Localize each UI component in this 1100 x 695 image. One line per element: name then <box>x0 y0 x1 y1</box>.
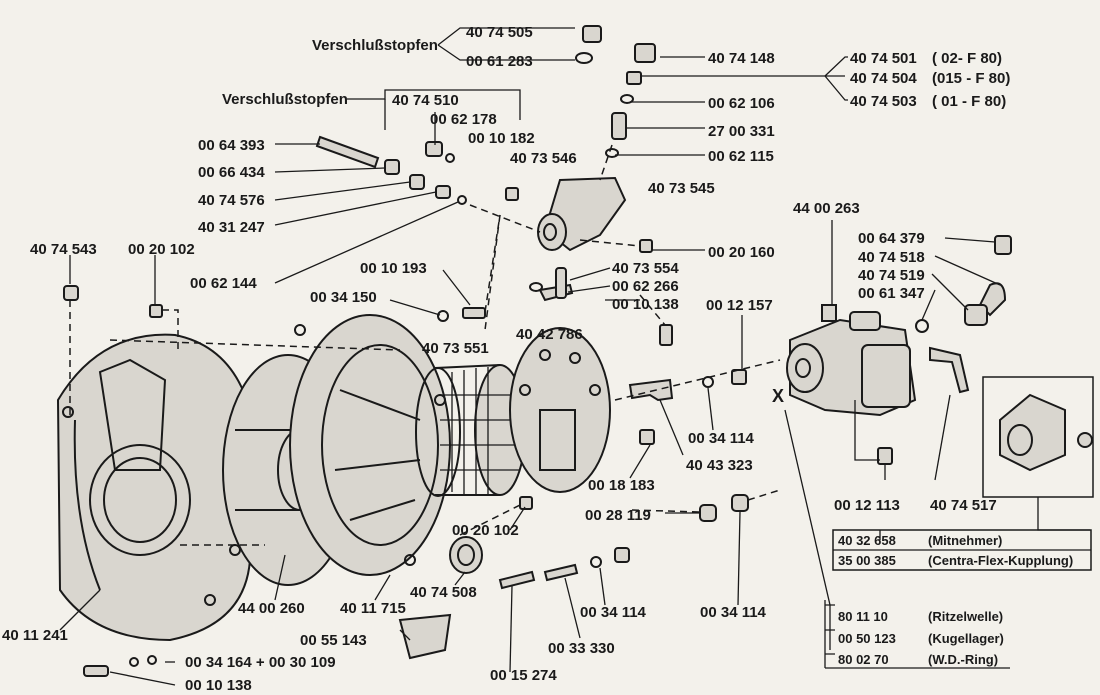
label-0015274: 00 15 274 <box>490 667 557 684</box>
coupling-name-1: (Centra-Flex-Kupplung) <box>928 553 1073 568</box>
part-labels: Verschlußstopfen 40 74 505 00 61 283 Ver… <box>2 24 1010 694</box>
label-0061347: 00 61 347 <box>858 285 925 302</box>
nozzle-holder-drawing <box>537 176 627 252</box>
gear-legend: 80 11 10 (Ritzelwelle) 00 50 123 (Kugell… <box>824 600 1010 669</box>
label-0064393: 00 64 393 <box>198 137 265 154</box>
label-4042786: 40 42 786 <box>516 326 583 343</box>
label-4074519: 40 74 519 <box>858 267 925 284</box>
label-0034164: 00 34 164 + 00 30 109 <box>185 654 336 671</box>
label-0062115: 00 62 115 <box>708 148 774 165</box>
label-0061283: 00 61 283 <box>466 53 533 70</box>
label-2700331: 27 00 331 <box>708 123 775 140</box>
label-0012113: 00 12 113 <box>834 497 900 514</box>
label-4074576: 40 74 576 <box>198 192 265 209</box>
label-4074501-variant: ( 02- F 80) <box>932 50 1002 67</box>
label-0033330: 00 33 330 <box>548 640 615 657</box>
coupling-number-1: 35 00 385 <box>838 553 896 568</box>
coupling-legend: 40 32 658 (Mitnehmer) 35 00 385 (Centra-… <box>832 529 1092 571</box>
label-0020102-top: 00 20 102 <box>128 241 195 258</box>
coupling-inset-drawing <box>982 376 1094 531</box>
label-0062106: 00 62 106 <box>708 95 775 112</box>
label-0012157: 00 12 157 <box>706 297 773 314</box>
label-0034114-mid: 00 34 114 <box>688 430 755 447</box>
label-0034150: 00 34 150 <box>310 289 377 306</box>
label-4074543: 40 74 543 <box>30 241 97 258</box>
fuel-pump-drawing <box>786 304 917 417</box>
label-0018183: 00 18 183 <box>588 477 655 494</box>
gear-number-2: 80 02 70 <box>838 652 889 667</box>
label-4074505: 40 74 505 <box>466 24 533 41</box>
label-4073551: 40 73 551 <box>422 340 489 357</box>
label-4074503-variant: ( 01 - F 80) <box>932 93 1006 110</box>
coupling-name-0: (Mitnehmer) <box>928 533 1002 548</box>
part-drawings <box>56 25 1094 677</box>
label-4074518: 40 74 518 <box>858 249 925 266</box>
label-0062178: 00 62 178 <box>430 111 497 128</box>
gear-number-1: 00 50 123 <box>838 631 896 646</box>
label-verschlussstopfen-mid: Verschlußstopfen <box>222 91 348 108</box>
label-0055143: 00 55 143 <box>300 632 367 649</box>
label-4073546: 40 73 546 <box>510 150 577 167</box>
fan-housing-drawing <box>56 333 252 642</box>
label-4073554: 40 73 554 <box>612 260 679 277</box>
label-4074510: 40 74 510 <box>392 92 459 109</box>
label-0066434: 00 66 434 <box>198 164 265 181</box>
label-0034114-left: 00 34 114 <box>580 604 647 621</box>
label-4074517: 40 74 517 <box>930 497 997 514</box>
label-0020102-bottom: 00 20 102 <box>452 522 519 539</box>
label-4011715: 40 11 715 <box>340 600 406 617</box>
label-0062144: 00 62 144 <box>190 275 257 292</box>
label-0010182: 00 10 182 <box>468 130 535 147</box>
label-4031247: 40 31 247 <box>198 219 265 236</box>
fan-cover-drawing <box>289 314 451 576</box>
label-0028119: 00 28 119 <box>585 507 651 524</box>
label-0034114-right: 00 34 114 <box>700 604 767 621</box>
label-4011241: 40 11 241 <box>2 627 68 644</box>
gear-name-0: (Ritzelwelle) <box>928 609 1003 624</box>
label-4400263: 44 00 263 <box>793 200 860 217</box>
label-4073545: 40 73 545 <box>648 180 715 197</box>
coupling-number-0: 40 32 658 <box>838 533 896 548</box>
label-4074508: 40 74 508 <box>410 584 477 601</box>
label-0062266: 00 62 266 <box>612 278 679 295</box>
label-0020160: 00 20 160 <box>708 244 775 261</box>
label-verschlussstopfen-top: Verschlußstopfen <box>312 37 438 54</box>
label-4043323: 40 43 323 <box>686 457 753 474</box>
gear-number-0: 80 11 10 <box>838 609 888 624</box>
gear-name-1: (Kugellager) <box>928 631 1004 646</box>
label-4074148: 40 74 148 <box>708 50 775 67</box>
label-4074501: 40 74 501 <box>850 50 917 67</box>
bracket-drawing <box>628 378 674 402</box>
label-x-mark: X <box>772 386 784 406</box>
label-0010193: 00 10 193 <box>360 260 427 277</box>
label-4074504-variant: (015 - F 80) <box>932 70 1010 87</box>
gasket-plate-drawing <box>509 327 611 493</box>
assembly-lines <box>69 144 781 546</box>
label-0064379: 00 64 379 <box>858 230 925 247</box>
label-0010138-top: 00 10 138 <box>612 296 679 313</box>
label-4400260: 44 00 260 <box>238 600 305 617</box>
label-4074504: 40 74 504 <box>850 70 917 87</box>
leader-lines <box>59 27 1001 686</box>
small-parts-drawing <box>63 25 1012 677</box>
gear-name-2: (W.D.-Ring) <box>928 652 998 667</box>
label-0010138-bottom: 00 10 138 <box>185 677 252 694</box>
label-4074503: 40 74 503 <box>850 93 917 110</box>
